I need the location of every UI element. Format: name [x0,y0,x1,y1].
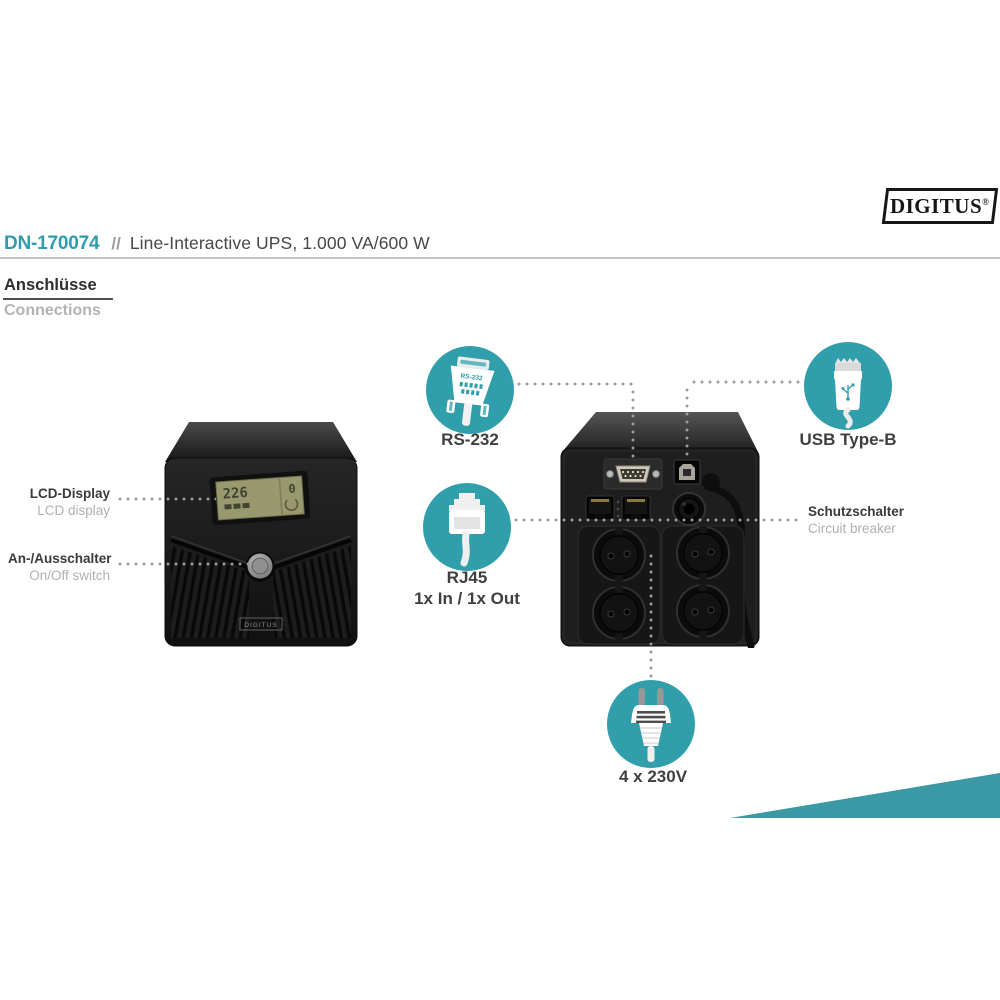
power-leader-v [649,552,653,682]
circuit-breaker [672,492,706,526]
lcd-display: 226 0 [209,470,311,526]
serial-db9-connector-icon: RS-232 [446,356,495,426]
digitus-logo: DIGITUS® [881,188,999,224]
power-callout-circle [607,680,695,768]
section-heading-en: Connections [4,302,101,319]
rs232-callout-circle: RS-232 [426,346,514,434]
front-digitus-badge: DIGITUS [239,617,283,631]
teal-corner-wedge [730,773,1000,818]
usb-leader-v [685,386,689,460]
header-divider [0,257,1000,259]
lcd-voltage-value: 226 [222,485,248,503]
rj45-sublabel: 1x In / 1x Out [414,589,520,609]
model-number: DN-170074 [4,233,100,254]
rs232-leader-h [515,382,633,386]
front-top-face [165,422,357,462]
usb-callout-circle [804,342,892,430]
onoff-leader-line [116,562,248,566]
db9-serial-port [603,458,663,490]
power-label: 4 x 230V [618,767,688,786]
rear-top-face [562,412,758,452]
front-vents-left [171,546,249,638]
usb-type-b-port [673,459,701,485]
socket [592,586,646,640]
socket [592,528,646,582]
svg-text:RS-232: RS-232 [460,373,483,383]
socket [676,526,730,580]
breaker-callout-label: Schutzschalter Circuit breaker [808,504,905,536]
section-heading-underline [3,298,113,300]
rs232-label: RS-232 [441,430,499,449]
section-heading-de: Anschlüsse [4,276,97,294]
front-vents-right [273,546,351,638]
product-title: Line-Interactive UPS, 1.000 VA/600 W [129,233,430,253]
lcd-load-value: 0 [288,482,296,496]
ups-rear-view [560,412,760,648]
power-button[interactable] [245,552,275,582]
rs232-leader-v [631,388,635,460]
schuko-sockets [577,525,745,645]
onoff-callout-label: An-/Ausschalter On/Off switch [8,551,112,583]
svg-text:DIGITUS: DIGITUS [244,622,277,629]
socket [676,584,730,638]
rj45-callout-circle [423,483,511,571]
usb-type-b-plug-icon [834,358,862,429]
rj45-ports [585,495,651,521]
rj45-label: RJ45 1x In / 1x Out [402,567,532,610]
rj45-plug-icon [449,493,485,567]
usb-label: USB Type-B [799,430,897,449]
page-header: DN-170074 // Line-Interactive UPS, 1.000… [4,233,430,255]
lcd-leader-line [116,497,216,501]
power-plug-icon [631,688,671,762]
ups-front-view: 226 0 DIGITUS [164,422,358,647]
rj45-breaker-leader-h [512,518,802,522]
lcd-callout-label: LCD-Display LCD display [29,486,110,518]
registered-mark: ® [982,196,990,207]
usb-leader-h [690,380,804,384]
header-separator: // [111,234,121,253]
digitus-logo-text: DIGITUS® [890,193,990,218]
